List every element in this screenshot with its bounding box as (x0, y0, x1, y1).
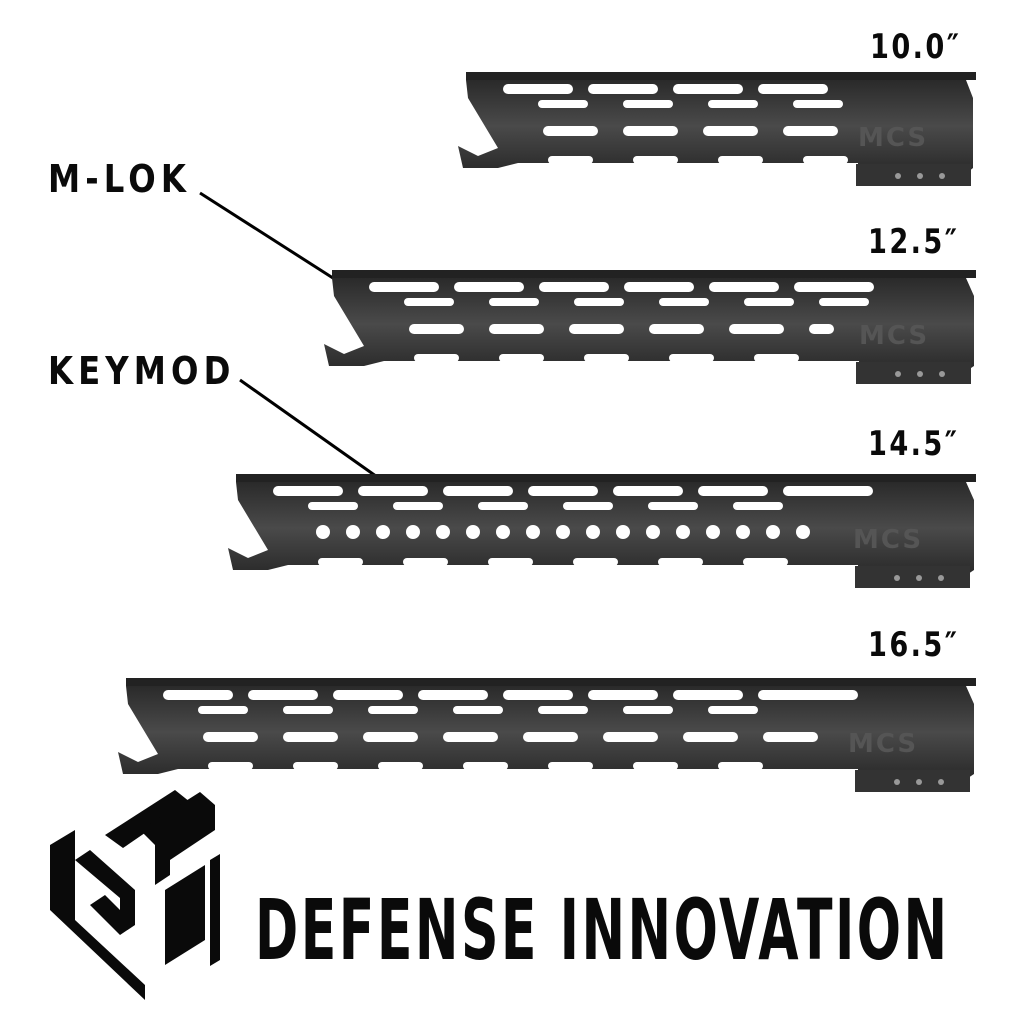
rail-length-label-16: 16.5″ (868, 625, 960, 665)
keymod-callout-label: KEYMOD (48, 349, 236, 393)
handguard-rail-10-image: MCS (458, 72, 976, 186)
rail-engraving-text: MCS (858, 123, 928, 153)
svg-text:MCS: MCS (848, 729, 918, 759)
sdi-monogram-icon (50, 790, 220, 1000)
handguard-rail-14-image: MCS (228, 474, 976, 588)
rail-length-label-12: 12.5″ (868, 222, 960, 262)
handguard-rail-12-image: MCS (324, 270, 976, 384)
mlok-callout-label: M-LOK (48, 157, 191, 201)
rail-length-label-10: 10.0″ (870, 27, 962, 67)
handguard-rail-16-image: MCS (118, 678, 976, 792)
brand-name: DEFENSE INNOVATION (255, 881, 950, 979)
svg-text:MCS: MCS (853, 525, 923, 555)
rail-length-label-14: 14.5″ (868, 424, 960, 464)
svg-text:MCS: MCS (859, 321, 929, 351)
